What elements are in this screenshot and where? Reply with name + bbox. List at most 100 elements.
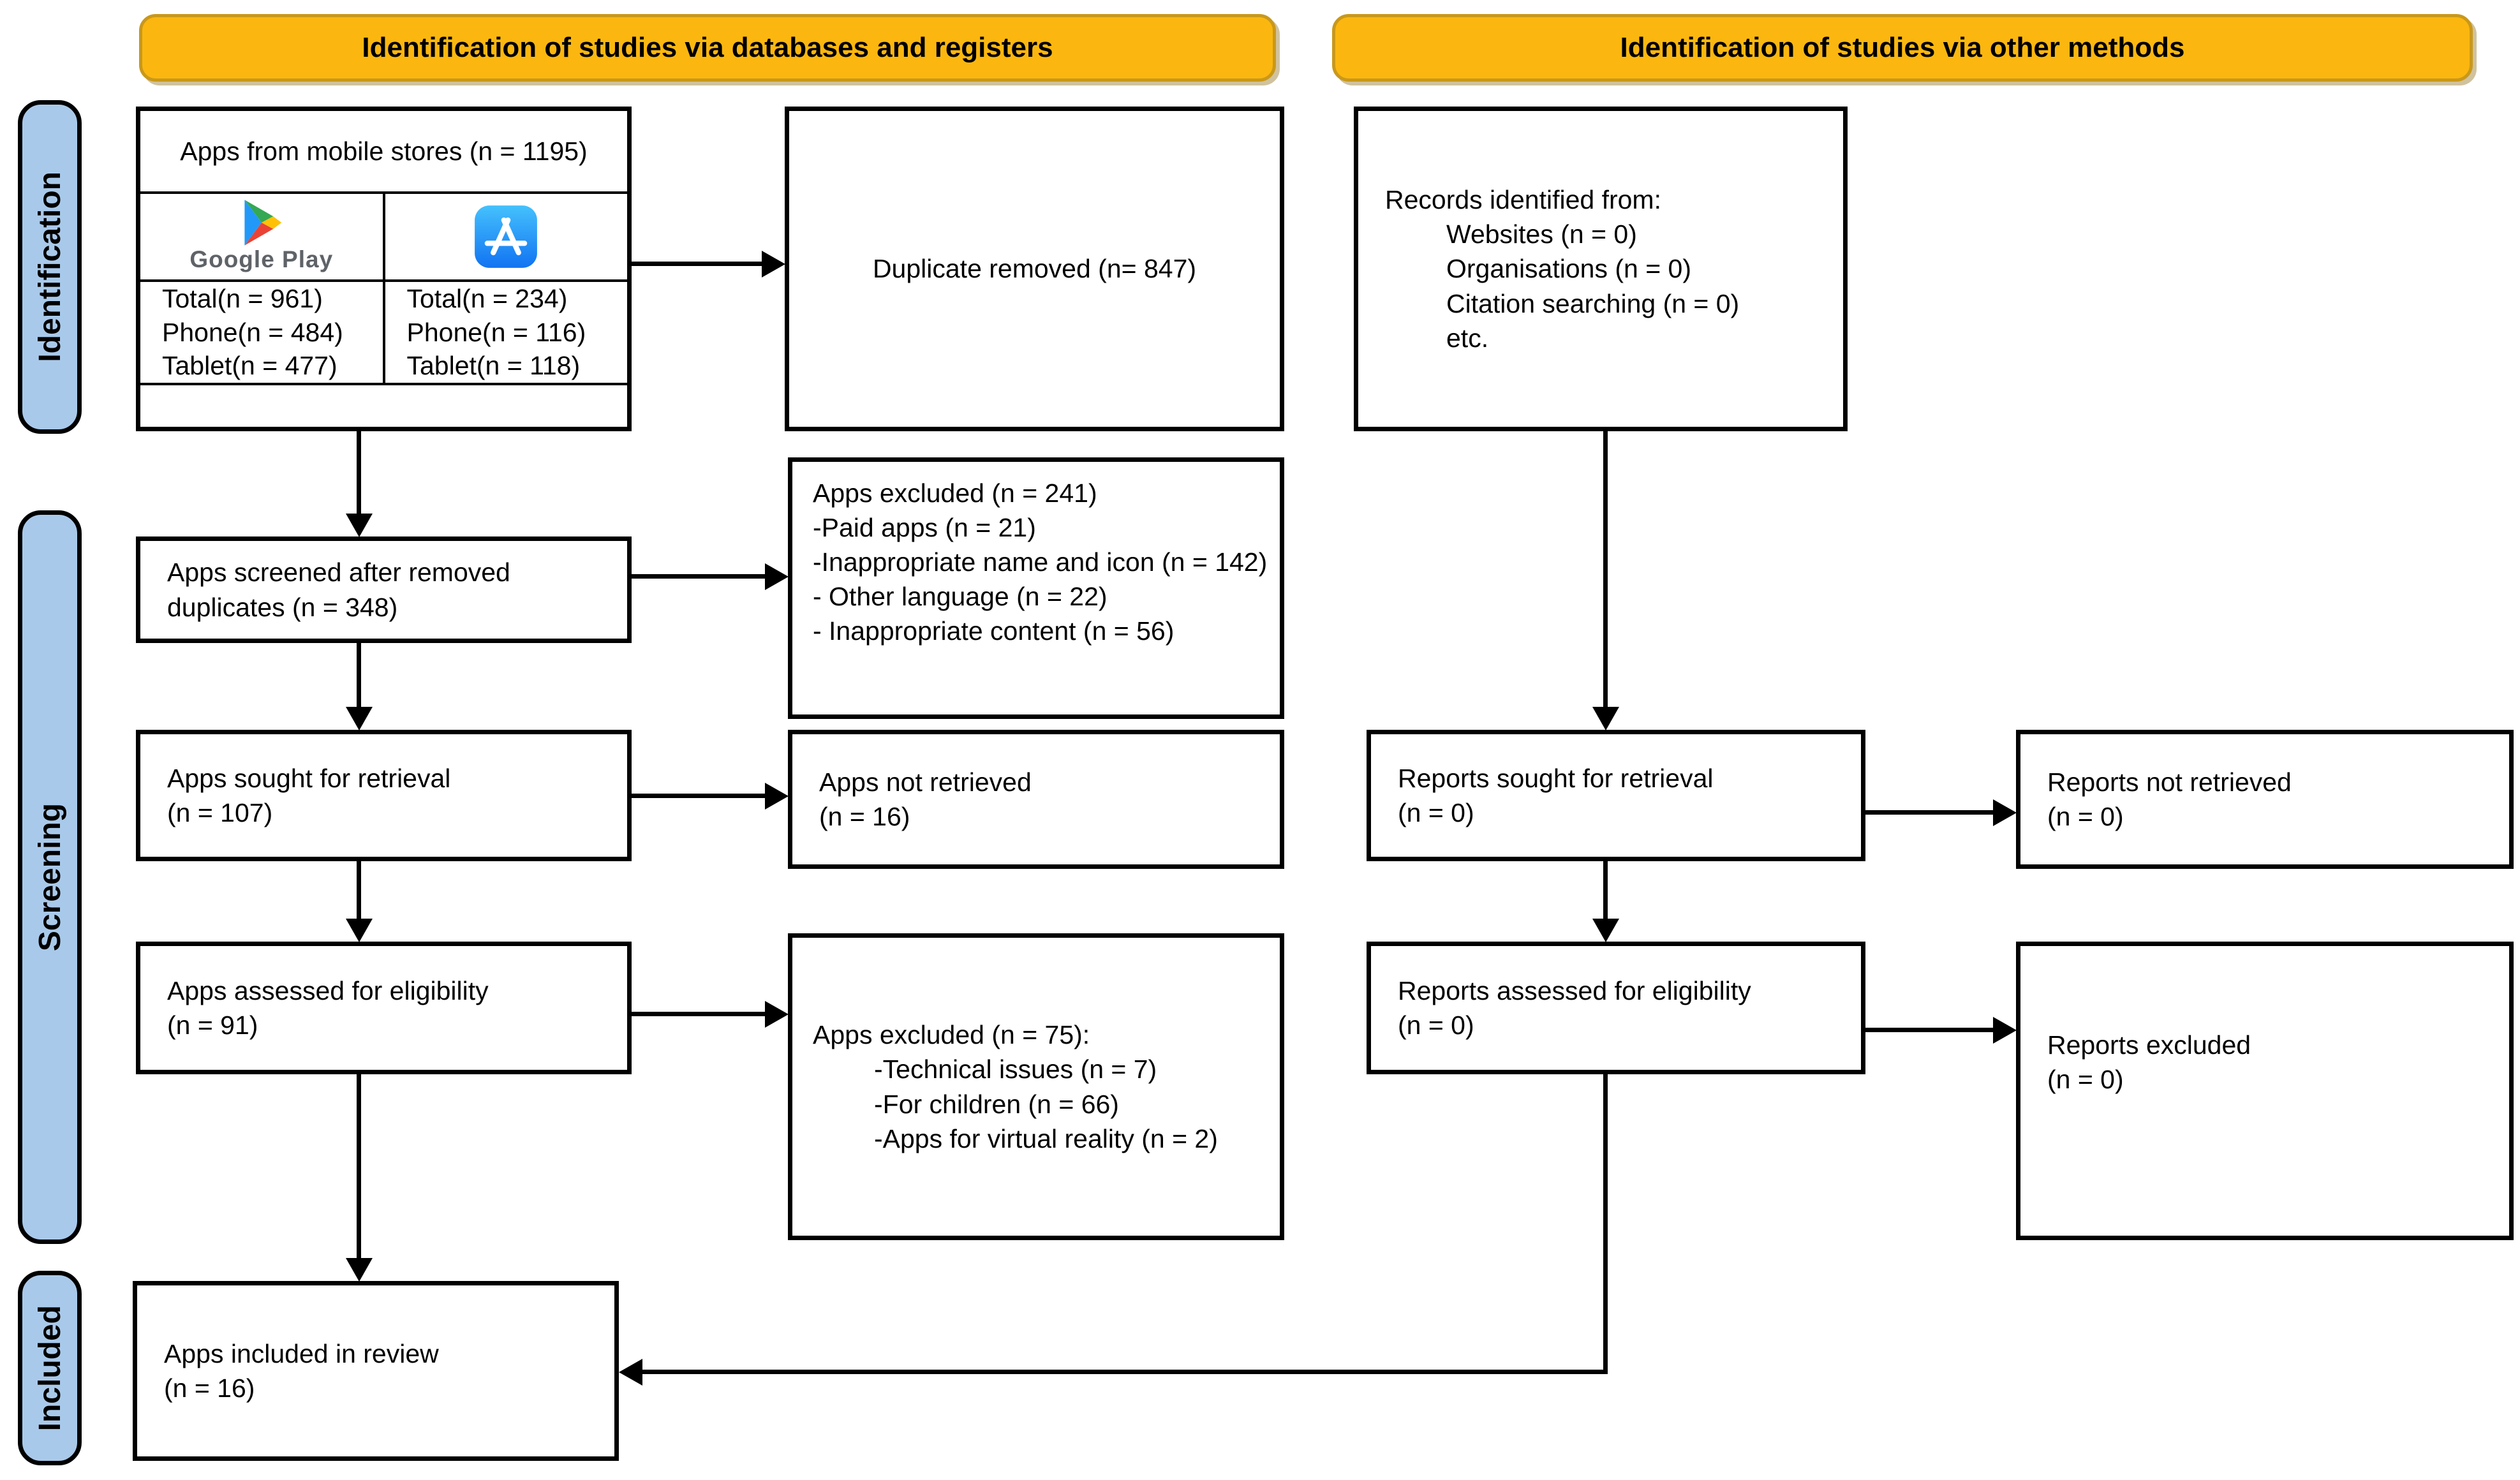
reports-not-retrieved-line1: Reports not retrieved [2047, 767, 2292, 797]
arrow-stores-to-duplicates-line [632, 262, 762, 266]
google-play-tablet: Tablet(n = 477) [162, 351, 337, 381]
google-play-phone: Phone(n = 484) [162, 317, 343, 347]
apps-included-line1: Apps included in review [164, 1338, 439, 1368]
box-apps-not-retrieved: Apps not retrieved (n = 16) [788, 730, 1284, 869]
arrow-sought-to-assessed-line [357, 861, 361, 919]
arrow-reports-assessed-to-included-head [619, 1359, 642, 1386]
reports-not-retrieved-line2: (n = 0) [2047, 802, 2124, 831]
mobile-stores-title: Apps from mobile stores (n = 1195) [140, 111, 627, 194]
arrow-stores-to-screened-line [357, 431, 361, 514]
header-other-methods: Identification of studies via other meth… [1332, 14, 2473, 82]
stage-label-identification: Identification [18, 100, 82, 434]
app-store-icon [475, 205, 538, 268]
header-databases-registers-label: Identification of studies via databases … [362, 32, 1053, 63]
records-websites: Websites (n = 0) [1446, 219, 1637, 249]
google-play-icon [244, 199, 281, 246]
excluded-for-children: -For children (n = 66) [874, 1089, 1119, 1119]
apps-sought-line1: Apps sought for retrieval [167, 763, 451, 793]
reports-sought-line2: (n = 0) [1398, 798, 1474, 827]
app-store-cell [385, 194, 628, 279]
records-identified-title: Records identified from: [1385, 185, 1661, 215]
arrow-sought-to-not-retrieved-head [765, 783, 789, 810]
reports-assessed-line1: Reports assessed for eligibility [1398, 975, 1751, 1005]
reports-excluded-line1: Reports excluded [2047, 1030, 2251, 1060]
mobile-stores-empty-row [140, 385, 627, 427]
app-store-phone: Phone(n = 116) [406, 317, 586, 347]
mobile-stores-title-text: Apps from mobile stores (n = 1195) [180, 136, 588, 166]
arrow-assessed-to-included-line [357, 1074, 361, 1258]
arrow-reports-sought-to-assessed-line [1603, 861, 1608, 919]
arrow-reports-assessed-to-included-hline [642, 1370, 1608, 1374]
reports-sought-line1: Reports sought for retrieval [1398, 763, 1714, 793]
stage-label-identification-text: Identification [33, 172, 67, 362]
records-citation-searching: Citation searching (n = 0) [1446, 288, 1740, 318]
box-apps-sought: Apps sought for retrieval (n = 107) [136, 730, 632, 861]
arrow-sought-to-not-retrieved-line [632, 794, 765, 798]
reports-excluded-line2: (n = 0) [2047, 1065, 2124, 1094]
apps-included-line2: (n = 16) [164, 1373, 255, 1403]
apps-excluded-paid: -Paid apps (n = 21) [813, 513, 1036, 543]
arrow-reports-assessed-to-excluded-head [1993, 1017, 2017, 1044]
box-apps-from-mobile-stores: Apps from mobile stores (n = 1195) Googl… [136, 107, 632, 431]
box-duplicates-removed: Duplicate removed (n= 847) [785, 107, 1284, 431]
arrow-reports-sought-to-not-retrieved-line [1865, 810, 1993, 815]
box-reports-sought: Reports sought for retrieval (n = 0) [1367, 730, 1865, 861]
arrow-assessed-to-excluded-line [632, 1012, 765, 1016]
apps-excluded-content: - Inappropriate content (n = 56) [813, 616, 1175, 646]
apps-sought-line2: (n = 107) [167, 798, 273, 827]
store-icons-row: Google Play [140, 194, 627, 282]
box-apps-assessed: Apps assessed for eligibility (n = 91) [136, 942, 632, 1074]
apps-assessed-line1: Apps assessed for eligibility [167, 975, 489, 1005]
arrow-reports-assessed-to-excluded-line [1865, 1028, 1993, 1032]
header-other-methods-label: Identification of studies via other meth… [1620, 32, 2185, 63]
arrow-assessed-to-excluded-head [765, 1001, 789, 1028]
apps-excluded-eligibility-title: Apps excluded (n = 75): [813, 1020, 1090, 1050]
apps-excluded-language: - Other language (n = 22) [813, 582, 1108, 612]
stage-label-screening-text: Screening [33, 803, 67, 952]
google-play-label: Google Play [189, 246, 334, 272]
arrow-stores-to-screened-head [346, 514, 373, 537]
records-organisations: Organisations (n = 0) [1446, 254, 1691, 284]
box-apps-screened: Apps screened after removed duplicates (… [136, 536, 632, 643]
arrow-screened-to-sought-head [346, 707, 373, 730]
apps-not-retrieved-line2: (n = 16) [819, 802, 910, 831]
arrow-records-to-reports-sought-line [1603, 431, 1608, 707]
app-store-totals: Total(n = 234) Phone(n = 116) Tablet(n =… [385, 282, 628, 383]
arrow-sought-to-assessed-head [346, 919, 373, 942]
apps-excluded-name-icon: -Inappropriate name and icon (n = 142) [813, 547, 1268, 577]
apps-assessed-line2: (n = 91) [167, 1010, 258, 1040]
apps-screened-text: Apps screened after removed duplicates (… [167, 558, 510, 622]
arrow-stores-to-duplicates-head [762, 251, 785, 278]
header-databases-registers: Identification of studies via databases … [139, 14, 1276, 82]
store-totals-row: Total(n = 961) Phone(n = 484) Tablet(n =… [140, 282, 627, 385]
google-play-totals: Total(n = 961) Phone(n = 484) Tablet(n =… [140, 282, 385, 383]
app-store-tablet: Tablet(n = 118) [406, 351, 581, 381]
duplicates-removed-text: Duplicate removed (n= 847) [872, 254, 1197, 284]
arrow-screened-to-excluded-line [632, 574, 765, 579]
excluded-virtual-reality: -Apps for virtual reality (n = 2) [874, 1123, 1218, 1153]
box-records-identified: Records identified from: Websites (n = 0… [1354, 107, 1848, 431]
app-store-total: Total(n = 234) [406, 284, 568, 314]
box-reports-not-retrieved: Reports not retrieved (n = 0) [2016, 730, 2514, 869]
google-play-total: Total(n = 961) [162, 284, 323, 314]
arrow-records-to-reports-sought-head [1592, 707, 1619, 730]
box-reports-assessed: Reports assessed for eligibility (n = 0) [1367, 942, 1865, 1074]
stage-label-screening: Screening [18, 510, 82, 1244]
arrow-reports-sought-to-not-retrieved-head [1993, 799, 2017, 826]
box-apps-excluded-eligibility: Apps excluded (n = 75): -Technical issue… [788, 933, 1284, 1240]
stage-label-included: Included [18, 1271, 82, 1465]
box-reports-excluded: Reports excluded (n = 0) [2016, 942, 2514, 1240]
excluded-technical-issues: -Technical issues (n = 7) [874, 1054, 1157, 1084]
records-etc: etc. [1446, 323, 1489, 353]
apps-excluded-screening-total: Apps excluded (n = 241) [813, 478, 1097, 508]
arrow-assessed-to-included-head [346, 1258, 373, 1282]
google-play-cell: Google Play [140, 194, 385, 279]
reports-assessed-line2: (n = 0) [1398, 1010, 1474, 1040]
apps-not-retrieved-line1: Apps not retrieved [819, 767, 1032, 797]
arrow-screened-to-excluded-head [765, 563, 789, 590]
box-apps-excluded-screening: Apps excluded (n = 241) -Paid apps (n = … [788, 457, 1284, 719]
box-apps-included: Apps included in review (n = 16) [133, 1281, 619, 1461]
arrow-reports-sought-to-assessed-head [1592, 919, 1619, 942]
stage-label-included-text: Included [33, 1305, 67, 1432]
